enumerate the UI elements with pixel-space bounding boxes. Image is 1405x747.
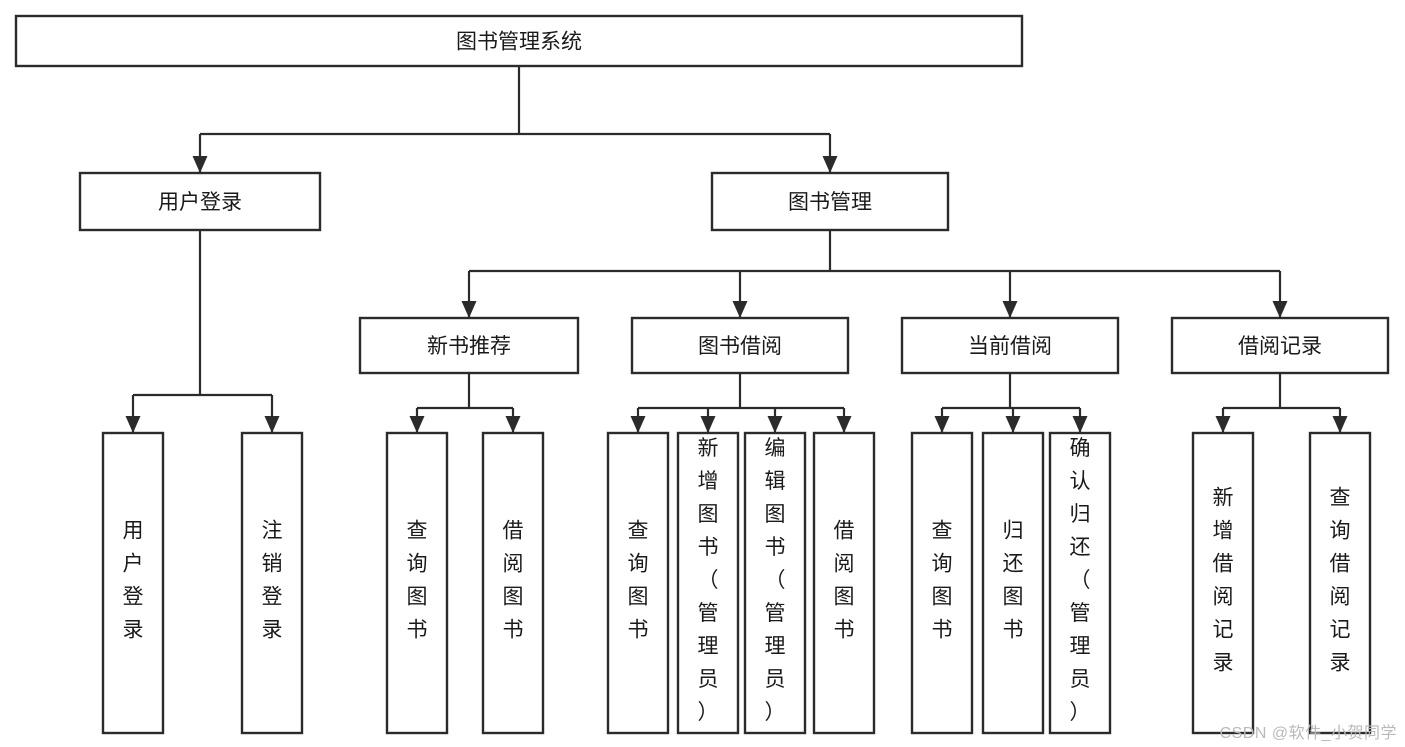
node-leaf-user-logout[interactable]: 注销登录	[240, 431, 304, 735]
node-leaf-query-book-3[interactable]: 查询图书	[910, 431, 974, 735]
node-new-book-rec[interactable]: 新书推荐	[358, 316, 580, 375]
node-current-borrow-box[interactable]	[900, 316, 1120, 375]
node-book-manage-box[interactable]	[710, 171, 950, 232]
node-borrow-record[interactable]: 借阅记录	[1170, 316, 1390, 375]
node-user-login-box[interactable]	[78, 171, 322, 232]
node-new-book-rec-box[interactable]	[358, 316, 580, 375]
arrow-head-icon	[1215, 416, 1231, 433]
arrow-head-icon	[630, 416, 646, 433]
arrow-head-icon	[505, 416, 521, 433]
arrow-head-icon	[1332, 416, 1348, 433]
arrow-head-icon	[836, 416, 852, 433]
connector-c-bookborrow-to-leaves	[630, 373, 852, 433]
arrow-head-icon	[767, 416, 783, 433]
node-leaf-user-login-label: 用户登录	[123, 520, 144, 642]
arrow-head-icon	[700, 416, 716, 433]
node-leaf-user-logout-label: 注销登录	[262, 520, 283, 642]
node-leaf-return-book[interactable]: 归还图书	[981, 431, 1045, 735]
node-leaf-borrow-book-2-box[interactable]	[812, 431, 876, 735]
arrow-head-icon	[125, 416, 141, 433]
arrow-head-icon	[732, 301, 748, 318]
node-leaf-add-book[interactable]: 新增图书（管理员）	[676, 431, 740, 735]
node-leaf-borrow-book-2[interactable]: 借阅图书	[812, 431, 876, 735]
node-current-borrow[interactable]: 当前借阅	[900, 316, 1120, 375]
node-leaf-add-record[interactable]: 新增借阅记录	[1191, 431, 1255, 735]
node-leaf-confirm-return-label: 确认归还（管理员）	[1070, 437, 1091, 724]
node-book-borrow-box[interactable]	[630, 316, 850, 375]
node-book-borrow[interactable]: 图书借阅	[630, 316, 850, 375]
node-new-book-rec-label: 新书推荐	[427, 335, 511, 358]
node-leaf-confirm-return[interactable]: 确认归还（管理员）	[1048, 431, 1112, 735]
arrow-head-icon	[409, 416, 425, 433]
connector-c-newbook-to-leaves	[409, 373, 521, 433]
node-leaf-borrow-book-2-label: 借阅图书	[834, 520, 855, 642]
node-leaf-edit-book-label: 编辑图书（管理员）	[765, 437, 786, 724]
node-user-login-label: 用户登录	[158, 191, 242, 214]
node-root-box[interactable]	[14, 14, 1024, 68]
arrow-head-icon	[264, 416, 280, 433]
node-current-borrow-label: 当前借阅	[968, 335, 1052, 358]
node-leaf-query-book-1[interactable]: 查询图书	[385, 431, 449, 735]
node-leaf-edit-book[interactable]: 编辑图书（管理员）	[743, 431, 807, 735]
connector-c-currentborrow-to-leaves	[934, 373, 1088, 433]
connector-c-borrowrecord-to-leaves	[1215, 373, 1348, 433]
node-leaf-query-book-1-box[interactable]	[385, 431, 449, 735]
arrow-head-icon	[822, 156, 838, 173]
connector-c-bookmanage-to-l3	[461, 230, 1288, 318]
node-leaf-query-record-label: 查询借阅记录	[1330, 487, 1351, 675]
node-leaf-query-record-box[interactable]	[1308, 431, 1372, 735]
arrow-head-icon	[1272, 301, 1288, 318]
node-layer: 图书管理系统用户登录图书管理新书推荐图书借阅当前借阅借阅记录用户登录注销登录查询…	[14, 14, 1390, 735]
node-root[interactable]: 图书管理系统	[14, 14, 1024, 68]
node-leaf-borrow-book-1-box[interactable]	[481, 431, 545, 735]
node-leaf-borrow-book-1[interactable]: 借阅图书	[481, 431, 545, 735]
csdn-watermark: CSDN @软件_小贺同学	[1219, 725, 1397, 742]
node-leaf-user-logout-box[interactable]	[240, 431, 304, 735]
node-book-borrow-label: 图书借阅	[698, 335, 782, 358]
node-leaf-query-book-2-box[interactable]	[606, 431, 670, 735]
node-root-label: 图书管理系统	[456, 31, 582, 54]
node-book-manage[interactable]: 图书管理	[710, 171, 950, 232]
node-borrow-record-label: 借阅记录	[1238, 335, 1322, 358]
arrow-head-icon	[192, 156, 208, 173]
arrow-head-icon	[1005, 416, 1021, 433]
node-leaf-add-book-box[interactable]	[676, 431, 740, 735]
node-leaf-add-book-label: 新增图书（管理员）	[698, 437, 719, 724]
node-leaf-query-book-1-label: 查询图书	[407, 520, 428, 642]
arrow-head-icon	[934, 416, 950, 433]
node-book-manage-label: 图书管理	[788, 191, 872, 214]
node-leaf-query-record[interactable]: 查询借阅记录	[1308, 431, 1372, 735]
node-leaf-user-login[interactable]: 用户登录	[101, 431, 165, 735]
node-borrow-record-box[interactable]	[1170, 316, 1390, 375]
arrow-head-icon	[461, 301, 477, 318]
node-user-login[interactable]: 用户登录	[78, 171, 322, 232]
node-leaf-borrow-book-1-label: 借阅图书	[503, 520, 524, 642]
connector-c-userlogin-to-leaves	[125, 230, 280, 433]
arrow-head-icon	[1002, 301, 1018, 318]
connector-c-root-to-l2	[192, 66, 838, 173]
node-leaf-return-book-label: 归还图书	[1003, 520, 1024, 642]
node-leaf-query-book-2[interactable]: 查询图书	[606, 431, 670, 735]
node-leaf-query-book-2-label: 查询图书	[628, 520, 649, 642]
node-leaf-return-book-box[interactable]	[981, 431, 1045, 735]
arrow-head-icon	[1072, 416, 1088, 433]
node-leaf-edit-book-box[interactable]	[743, 431, 807, 735]
node-leaf-add-record-label: 新增借阅记录	[1213, 487, 1234, 675]
node-leaf-query-book-3-label: 查询图书	[932, 520, 953, 642]
node-leaf-confirm-return-box[interactable]	[1048, 431, 1112, 735]
connector-layer	[125, 66, 1348, 433]
node-leaf-add-record-box[interactable]	[1191, 431, 1255, 735]
node-leaf-user-login-box[interactable]	[101, 431, 165, 735]
node-leaf-query-book-3-box[interactable]	[910, 431, 974, 735]
